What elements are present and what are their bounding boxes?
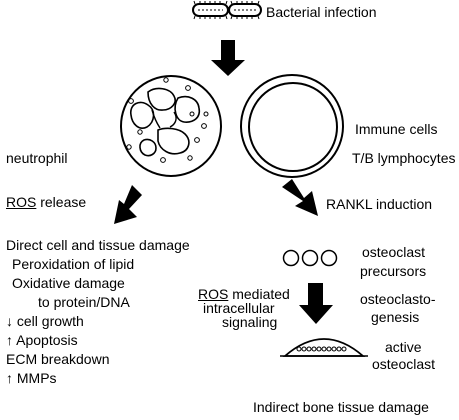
bacteria-group (192, 0, 262, 20)
ros-term: ROS (198, 286, 229, 302)
effect-item: ECM breakdown (6, 351, 110, 367)
active-osteoclast-label-line2: osteoclast (372, 356, 436, 372)
osteoclast-cell (280, 338, 368, 357)
arrow-icon (211, 40, 245, 76)
effect-item: ↑ Apoptosis (6, 332, 78, 348)
effect-item: to protein/DNA (38, 294, 130, 310)
lymphocyte-cell (240, 74, 344, 178)
effect-item: Peroxidation of lipid (12, 256, 135, 272)
active-osteoclast-label-line1: active (385, 339, 422, 355)
bacterium-icon (228, 0, 262, 20)
neutrophil-label: neutrophil (6, 150, 68, 166)
osteoclastogenesis-label-line1: osteoclasto- (360, 291, 436, 307)
release-word: release (40, 194, 87, 210)
effect-item: Oxidative damage (12, 275, 125, 291)
osteoclast-precursors-label-line2: precursors (360, 263, 427, 279)
precursor-cell (301, 249, 319, 267)
osteoclastogenesis-label-line2: genesis (371, 309, 420, 325)
ros-term: ROS (6, 194, 37, 210)
lymphocytes-label: T/B lymphocytes (352, 150, 456, 166)
ros-mediated-label: ROS mediated (198, 286, 290, 303)
osteoclast-precursors-label-line1: osteoclast (362, 244, 426, 260)
precursor-cell (320, 249, 338, 267)
ros-release-label: ROS release (6, 194, 86, 211)
precursor-cell (282, 249, 300, 267)
immune-cells-label: Immune cells (355, 121, 438, 137)
effect-item: ↑ MMPs (6, 370, 57, 386)
mediated-word: mediated (232, 286, 290, 302)
bacterium-icon (192, 0, 229, 20)
indirect-damage-label: Indirect bone tissue damage (253, 399, 429, 415)
arrow-icon (282, 179, 318, 216)
arrow-icon (114, 185, 142, 224)
bacterial-infection-label: Bacterial infection (266, 4, 377, 20)
signaling-label-line1: intracellular (203, 300, 275, 316)
signaling-label-line2: signaling (222, 314, 278, 330)
effect-item: ↓ cell growth (6, 313, 84, 329)
rankl-induction-label: RANKL induction (326, 196, 433, 212)
effect-item: Direct cell and tissue damage (6, 237, 190, 253)
neutrophil-cell (120, 75, 222, 177)
arrow-icon (299, 283, 333, 324)
